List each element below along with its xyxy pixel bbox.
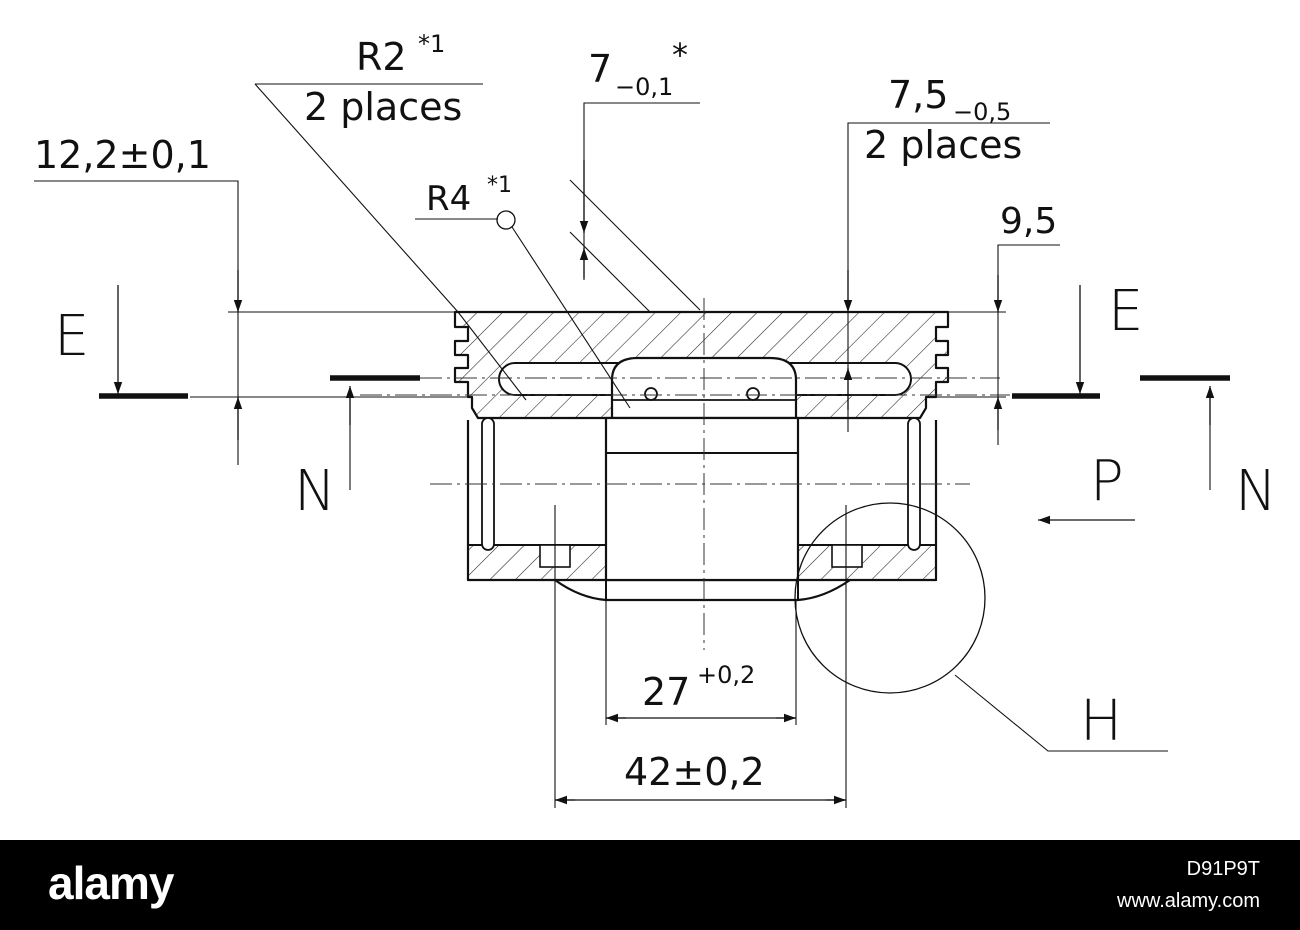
dim-7-tol: −0,1 bbox=[615, 73, 673, 101]
detail-label-h: H bbox=[1080, 689, 1122, 754]
dim-r2-sup: *1 bbox=[418, 30, 445, 58]
piston-skirt bbox=[466, 416, 938, 602]
view-label-p: P bbox=[1090, 449, 1124, 514]
dimension-arrows bbox=[113, 160, 1215, 805]
piston-drawing-svg: 12,2±0,1 R2 *1 2 places R4 *1 7 −0,1 * 7… bbox=[34, 30, 1277, 808]
dim-27-tol: +0,2 bbox=[697, 661, 755, 689]
dim-9-5: 9,5 bbox=[1000, 201, 1057, 242]
watermark-bar: alamy D91P9T www.alamy.com bbox=[0, 840, 1300, 930]
center-lines bbox=[360, 298, 1010, 650]
dim-r2: R2 bbox=[356, 35, 407, 79]
section-label-n-left: N bbox=[294, 459, 336, 524]
detail-circle-h bbox=[794, 502, 986, 694]
section-cut-bars bbox=[99, 375, 1230, 399]
piston-crown bbox=[453, 310, 950, 420]
dim-r4: R4 bbox=[426, 179, 471, 219]
dim-7-5-places: 2 places bbox=[864, 123, 1022, 167]
section-label-n-right: N bbox=[1235, 459, 1277, 524]
image-id: D91P9T bbox=[1186, 858, 1260, 880]
site-url: www.alamy.com bbox=[1117, 890, 1260, 912]
pin-hole-left bbox=[644, 387, 658, 401]
dim-7-5-tol: −0,5 bbox=[953, 98, 1011, 126]
pin-hole-right bbox=[746, 387, 760, 401]
dim-7-sup: * bbox=[672, 36, 688, 74]
section-label-e-left: E bbox=[54, 304, 89, 369]
technical-drawing: 12,2±0,1 R2 *1 2 places R4 *1 7 −0,1 * 7… bbox=[34, 30, 1277, 808]
alamy-logo: alamy bbox=[48, 857, 174, 909]
section-label-e-right: E bbox=[1108, 279, 1143, 344]
dim-7: 7 bbox=[588, 47, 612, 91]
dim-7-5: 7,5 bbox=[888, 73, 948, 117]
r4-marker-circle bbox=[496, 210, 516, 230]
dim-r4-sup: *1 bbox=[487, 173, 512, 198]
dim-42: 42±0,2 bbox=[624, 750, 765, 794]
dim-27: 27 bbox=[642, 670, 690, 714]
dim-r2-places: 2 places bbox=[304, 85, 462, 129]
dim-12-2: 12,2±0,1 bbox=[34, 133, 211, 177]
